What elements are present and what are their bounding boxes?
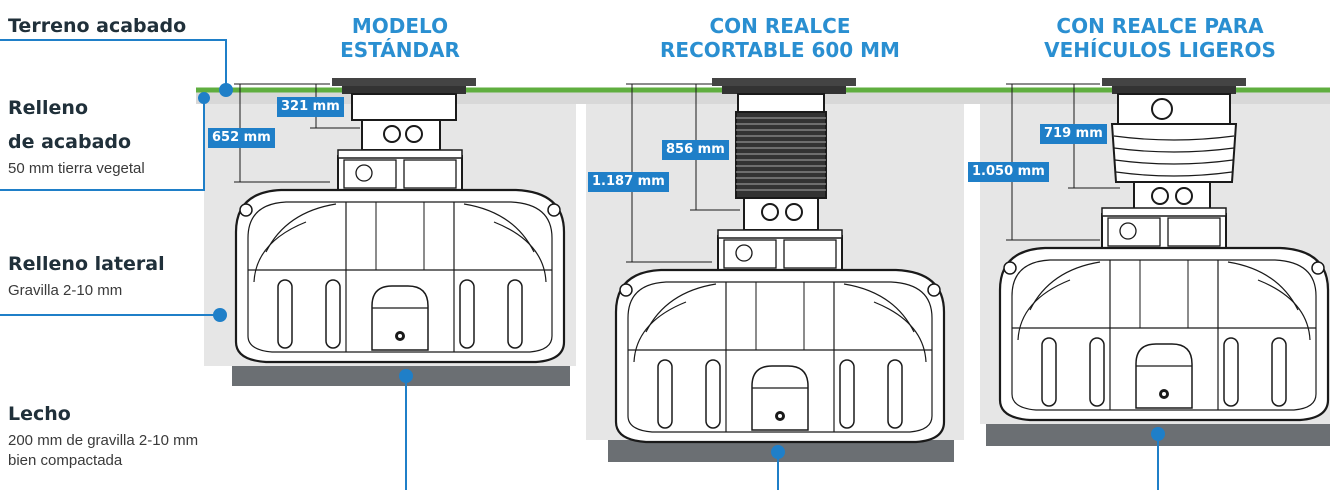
bed-title: Lecho bbox=[8, 403, 71, 425]
bed-subtitle-line1: 200 mm de gravilla 2-10 mm bbox=[8, 432, 199, 449]
finish-fill-title-line1: Relleno bbox=[8, 97, 89, 119]
dim-standard-riser: 321 mm bbox=[277, 97, 344, 117]
finish-fill-title-line2: de acabado bbox=[8, 131, 132, 153]
model-standard-title: MODELO ESTÁNDAR bbox=[300, 14, 500, 62]
model-vehicles-title-line1: CON REALCE PARA bbox=[1056, 14, 1264, 38]
dim-vehicles-depth: 1.050 mm bbox=[968, 162, 1049, 182]
model-standard-title-line2: ESTÁNDAR bbox=[340, 38, 460, 62]
finish-fill-subtitle: 50 mm tierra vegetal bbox=[8, 160, 145, 177]
model-recortable-title-line2: RECORTABLE 600 MM bbox=[660, 38, 900, 62]
side-fill-subtitle: Gravilla 2-10 mm bbox=[8, 282, 123, 299]
model-standard bbox=[204, 78, 576, 386]
leader-lines bbox=[0, 39, 1159, 490]
model-recortable bbox=[586, 78, 964, 462]
bed-subtitle-line2: bien compactada bbox=[8, 452, 123, 469]
model-recortable-title-line1: CON REALCE bbox=[709, 14, 851, 38]
side-fill-title: Relleno lateral bbox=[8, 253, 165, 275]
dim-recortable-depth: 1.187 mm bbox=[588, 172, 669, 192]
model-standard-title-line1: MODELO bbox=[351, 14, 449, 38]
leader-dots bbox=[198, 83, 1165, 459]
model-vehicles-title-line2: VEHÍCULOS LIGEROS bbox=[1044, 38, 1276, 62]
model-vehicles bbox=[980, 78, 1330, 446]
corrugated-riser bbox=[735, 111, 827, 199]
model-recortable-title: CON REALCE RECORTABLE 600 MM bbox=[630, 14, 930, 62]
model-vehicles-title: CON REALCE PARA VEHÍCULOS LIGEROS bbox=[1010, 14, 1310, 62]
finished-ground-label: Terreno acabado bbox=[8, 15, 187, 37]
dim-recortable-riser: 856 mm bbox=[662, 140, 729, 160]
dim-standard-depth: 652 mm bbox=[208, 128, 275, 148]
dim-vehicles-riser: 719 mm bbox=[1040, 124, 1107, 144]
